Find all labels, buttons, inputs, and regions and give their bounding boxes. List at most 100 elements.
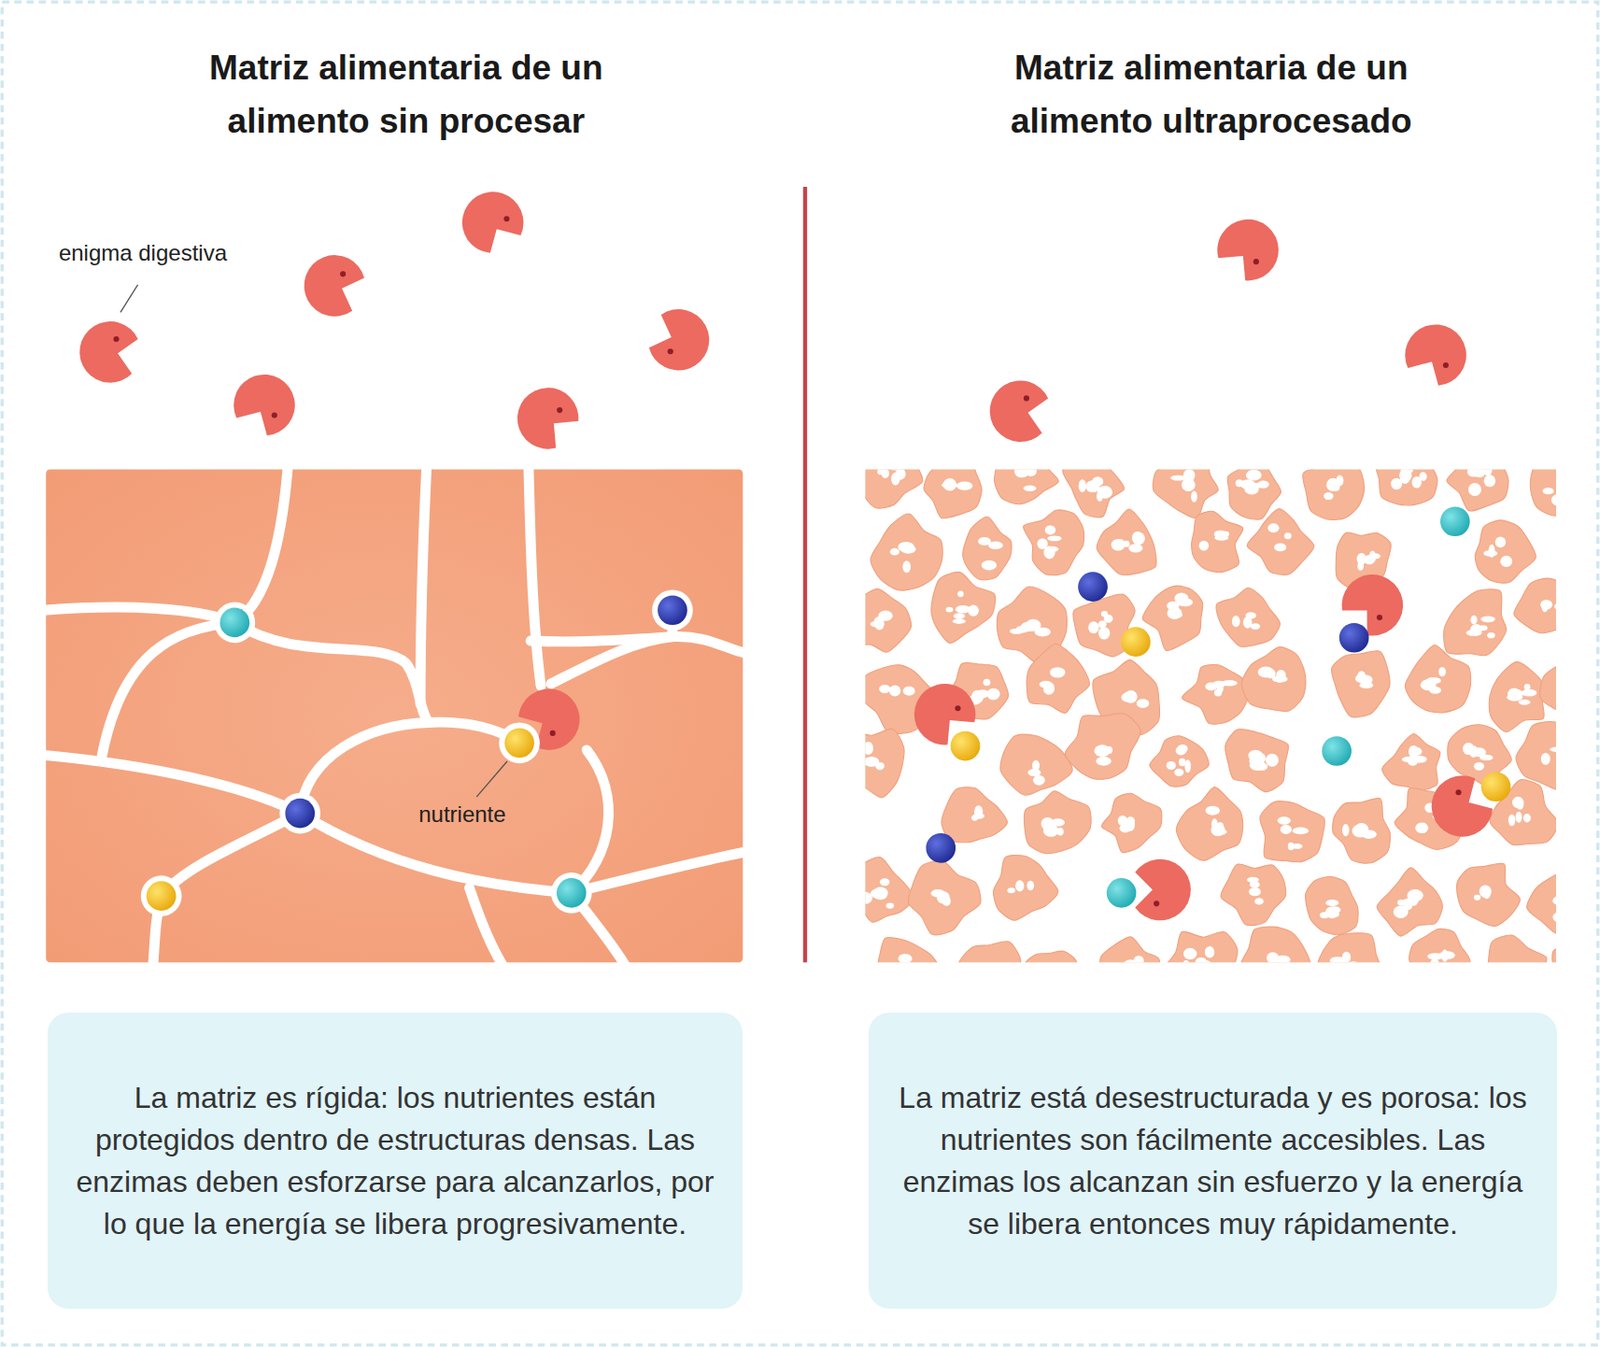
blob-pore bbox=[1540, 599, 1553, 610]
blob-shape bbox=[1260, 801, 1325, 863]
blob-shape bbox=[1026, 643, 1090, 713]
blob-pore bbox=[1541, 752, 1551, 765]
blob-pore bbox=[983, 679, 992, 687]
blob-shape bbox=[1302, 469, 1365, 521]
blob-pore bbox=[1132, 531, 1144, 544]
blob-pore bbox=[1197, 960, 1212, 963]
blob-pore bbox=[1518, 699, 1531, 706]
blob-pore bbox=[1500, 555, 1513, 567]
cell-channel bbox=[43, 754, 300, 813]
porous-blob bbox=[1023, 791, 1091, 854]
blob-pore bbox=[902, 560, 911, 573]
blob-shape bbox=[1374, 469, 1438, 506]
blob-pore bbox=[1183, 469, 1196, 482]
blob-pore bbox=[1049, 666, 1066, 678]
blob-pore bbox=[1265, 668, 1275, 679]
porous-blob bbox=[877, 936, 942, 963]
blob-pore bbox=[931, 889, 946, 898]
blob-pore bbox=[1231, 615, 1241, 627]
blob-shape bbox=[1330, 651, 1390, 718]
blob-pore bbox=[1473, 894, 1481, 901]
blob-pore bbox=[1342, 823, 1350, 836]
porous-blob bbox=[931, 571, 996, 643]
cell-channel bbox=[234, 467, 288, 623]
blob-shape bbox=[1163, 931, 1238, 963]
blob-shape bbox=[1552, 934, 1557, 963]
blob-pore bbox=[1266, 951, 1279, 963]
porous-blob bbox=[1096, 509, 1157, 575]
enzyme-eye bbox=[271, 411, 278, 418]
blob-shape bbox=[1474, 520, 1536, 583]
blob-pore bbox=[1265, 753, 1279, 767]
leader-line bbox=[120, 284, 139, 312]
blob-shape bbox=[864, 469, 922, 510]
blob-shape bbox=[1220, 863, 1287, 926]
blob-shape bbox=[941, 787, 1007, 843]
blob-pore bbox=[1033, 775, 1046, 786]
blob-pore bbox=[873, 886, 889, 900]
blob-shape bbox=[953, 941, 1021, 963]
nutrient bbox=[556, 877, 587, 908]
blob-pore bbox=[1355, 674, 1366, 682]
blob-pore bbox=[1244, 616, 1251, 627]
blob-pore bbox=[1554, 602, 1557, 611]
porous-blob bbox=[1216, 587, 1280, 647]
blob-pore bbox=[1280, 824, 1292, 835]
blob-pore bbox=[1034, 627, 1051, 638]
cell-channel bbox=[528, 467, 541, 686]
blob-shape bbox=[1404, 644, 1471, 712]
enzyme-body bbox=[1404, 324, 1467, 385]
cell-channel bbox=[571, 851, 746, 893]
blob-pore bbox=[1508, 814, 1516, 827]
blob-shape bbox=[1182, 664, 1249, 724]
porous-blob bbox=[1305, 877, 1360, 935]
porous-blob bbox=[1446, 469, 1509, 512]
blob-pore bbox=[1221, 679, 1238, 686]
blob-pore bbox=[1429, 686, 1442, 694]
blob-pore bbox=[1248, 887, 1261, 896]
blob-pore bbox=[1393, 905, 1409, 919]
blob-pore bbox=[1248, 755, 1263, 766]
column-heading-holder: Matriz alimentaria de un alimento sin pr… bbox=[144, 41, 668, 148]
blob-pore bbox=[1045, 524, 1057, 535]
porous-blob bbox=[1260, 801, 1325, 863]
blob-pore bbox=[1178, 758, 1187, 766]
nutrient-halo bbox=[551, 872, 593, 914]
blob-pore bbox=[874, 616, 883, 626]
blob-shape bbox=[1376, 867, 1443, 936]
blob-pore bbox=[1128, 543, 1143, 553]
nutrient bbox=[657, 594, 688, 625]
blob-pore bbox=[1210, 823, 1225, 836]
blob-shape bbox=[1241, 647, 1306, 712]
blob-pore bbox=[1174, 593, 1189, 605]
blob-pore bbox=[1284, 532, 1292, 539]
blob-pore bbox=[1126, 816, 1136, 825]
porous-blob bbox=[1064, 713, 1141, 780]
porous-blob bbox=[1191, 510, 1244, 572]
porous-blob bbox=[1404, 644, 1471, 712]
blob-shape bbox=[994, 469, 1060, 505]
porous-blob bbox=[864, 469, 922, 510]
blob-pore bbox=[1330, 910, 1340, 917]
blob-shape bbox=[1527, 870, 1557, 940]
blob-pore bbox=[1184, 759, 1191, 773]
nutrient bbox=[1106, 877, 1137, 908]
blob-shape bbox=[877, 936, 942, 963]
blob-pore bbox=[1462, 742, 1475, 755]
porous-blob bbox=[1484, 934, 1547, 963]
enzyme-eye bbox=[503, 215, 510, 222]
porous-blob bbox=[1026, 643, 1090, 713]
blob-pore bbox=[1183, 948, 1197, 960]
blob-shape bbox=[1100, 936, 1161, 963]
enzyme-eye bbox=[339, 270, 346, 277]
blob-pore bbox=[1214, 530, 1228, 539]
blob-pore bbox=[1415, 821, 1429, 834]
cell-channel bbox=[101, 622, 235, 755]
enzymes bbox=[79, 191, 1493, 921]
porous-blob bbox=[864, 728, 905, 798]
blob-pore bbox=[1095, 756, 1112, 766]
blob-pore bbox=[1118, 815, 1128, 826]
porous-blob bbox=[870, 513, 943, 591]
blob-shape bbox=[1488, 661, 1544, 732]
enzyme-eye bbox=[556, 407, 563, 413]
